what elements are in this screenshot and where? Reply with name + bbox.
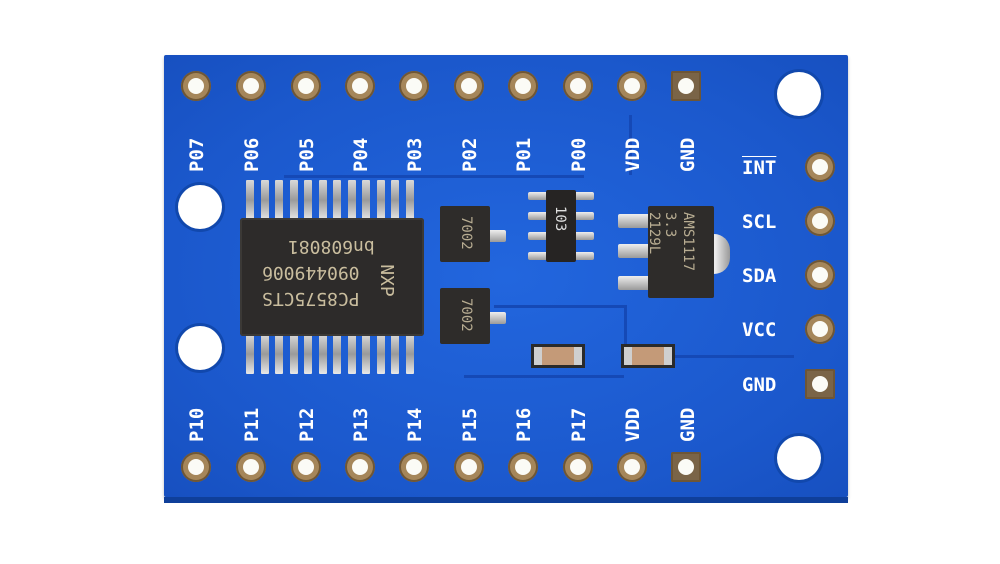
pad-p03 [399,71,429,101]
label-p05: P05 [296,137,318,172]
trace [624,305,627,355]
chip-brand: NXP [375,264,397,297]
trace [629,115,632,175]
chip-line3: bn608081 [288,236,375,257]
capacitor-c1 [534,347,582,365]
pad-p12 [291,452,321,482]
label-p13: P13 [350,407,372,442]
pad-vdd-top [617,71,647,101]
transistor-q1: 7002 [440,206,490,262]
label-vdd-bottom: VDD [622,407,644,442]
pad-vcc [805,314,835,344]
pad-p00 [563,71,593,101]
trace [464,375,624,378]
pad-gnd-right [805,369,835,399]
chip-part: PC8575CTS [262,288,360,309]
label-p06: P06 [241,137,263,172]
label-p04: P04 [350,137,372,172]
resistor-array-body: 103 [546,190,576,262]
pad-p17 [563,452,593,482]
label-int: INT [742,157,777,179]
label-p12: P12 [296,407,318,442]
label-scl: SCL [742,211,777,233]
pad-p14 [399,452,429,482]
label-p00: P00 [568,137,590,172]
pad-int [805,152,835,182]
label-sda: SDA [742,265,777,287]
regulator-line1: AMS1117 [680,212,696,272]
mounting-hole [178,185,222,229]
lead [618,214,652,228]
pad-p05 [291,71,321,101]
lead [618,244,652,258]
ams1117-regulator: AMS1117 3.3 2129L [646,206,714,298]
label-p02: P02 [459,137,481,172]
lead [486,312,506,324]
chip-line2: 09044900б [262,262,360,283]
pcf8575-chip: bn608081 09044900б PC8575CTS NXP [240,218,424,336]
label-p01: P01 [513,137,535,172]
transistor-q1-marking: 7002 [458,216,474,250]
label-p07: P07 [186,137,208,172]
trace [624,355,794,358]
pad-p02 [454,71,484,101]
pad-p07 [181,71,211,101]
resistor-array: 103 [528,190,594,262]
label-gnd-top: GND [677,137,699,172]
label-p10: P10 [186,407,208,442]
label-vdd-top: VDD [622,137,644,172]
pad-p10 [181,452,211,482]
pad-gnd-bottom [671,452,701,482]
pad-vdd-bottom [617,452,647,482]
chip-pins-bottom [246,334,414,374]
pad-gnd-top [671,71,701,101]
label-vcc: VCC [742,319,777,341]
pad-p01 [508,71,538,101]
pad-scl [805,206,835,236]
lead [618,276,652,290]
label-p14: P14 [404,407,426,442]
pad-sda [805,260,835,290]
pad-p16 [508,452,538,482]
pad-p15 [454,452,484,482]
label-p11: P11 [241,407,263,442]
pad-p06 [236,71,266,101]
label-gnd-right: GND [742,374,777,396]
regulator-line2: 3.3 2129L [646,212,678,255]
mounting-hole [777,72,821,116]
pad-p11 [236,452,266,482]
label-p03: P03 [404,137,426,172]
trace [494,305,624,308]
capacitor-c2 [624,347,672,365]
pcb-board [164,55,848,503]
label-gnd-bottom: GND [677,407,699,442]
label-p16: P16 [513,407,535,442]
pad-p04 [345,71,375,101]
pad-p13 [345,452,375,482]
transistor-q2: 7002 [440,288,490,344]
label-p15: P15 [459,407,481,442]
trace [284,175,584,178]
mounting-hole [777,436,821,480]
transistor-q2-marking: 7002 [458,298,474,332]
chip-pins-top [246,180,414,220]
lead [486,230,506,242]
mounting-hole [178,326,222,370]
label-p17: P17 [568,407,590,442]
resistor-array-marking: 103 [552,206,568,232]
